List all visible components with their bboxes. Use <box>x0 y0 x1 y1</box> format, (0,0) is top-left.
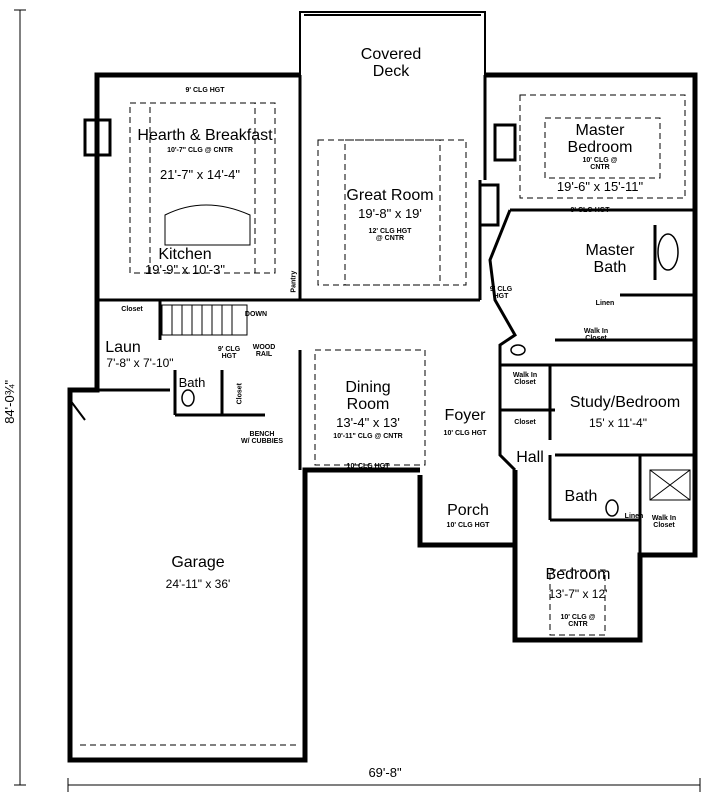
garage-size: 24'-11" x 36' <box>165 577 231 591</box>
closet-text: Walk In <box>512 372 538 379</box>
room-name: Covered <box>360 46 422 63</box>
laundry-name: Laun <box>105 339 141 356</box>
ceiling-text: 9' CLG <box>489 286 513 293</box>
study-bedroom-name: Study/Bedroom <box>569 394 681 411</box>
note-text: W/ CUBBIES <box>241 438 283 446</box>
hearth-size: 21'-7" x 14'-4" <box>160 167 240 182</box>
interior-walls <box>97 75 695 555</box>
hearth-ceiling: 10'-7" CLG @ CNTR <box>167 147 233 154</box>
fireplace-great-room <box>478 183 500 227</box>
ceiling-text: 12' CLG HGT <box>368 228 412 235</box>
covered-deck-outline <box>299 11 486 75</box>
stair <box>161 304 248 336</box>
ceiling-text: HGT <box>221 353 237 361</box>
ceiling-text: 10' CLG @ <box>582 157 618 164</box>
room-name: Deck <box>372 62 410 80</box>
study-bedroom-size: 15' x 11'-4" <box>589 416 647 430</box>
ceiling-text: HGT <box>493 293 509 301</box>
ceiling-text: CNTR <box>568 621 588 629</box>
room-name: Dining <box>345 379 391 396</box>
ceiling-text: CNTR <box>590 164 610 172</box>
room-name: Master <box>585 242 635 259</box>
foyer-name: Foyer <box>444 407 486 424</box>
closet-text: Walk In <box>651 515 677 522</box>
laundry-size: 7'-8" x 7'-10" <box>106 356 174 370</box>
fireplace-master <box>493 123 517 162</box>
dining-ceiling-below: 10' CLG HGT <box>346 463 390 470</box>
toilet-icon <box>605 499 619 517</box>
bedroom-size: 13'-7" x 12' <box>548 587 608 601</box>
note-text: BENCH <box>249 431 275 438</box>
note-text: RAIL <box>255 351 273 359</box>
ceiling-lines <box>80 94 686 746</box>
closet-text: Closet <box>653 522 675 530</box>
half-bath-name: Bath <box>178 375 206 390</box>
mud-closet: Closet <box>236 382 244 405</box>
closet-text: Closet <box>585 335 607 343</box>
fireplace-hearth <box>83 118 112 157</box>
room-name: Bedroom <box>567 138 633 156</box>
room-name: Master <box>575 122 625 139</box>
shower <box>649 469 691 501</box>
overall-width-dimension: 69'-8" <box>368 765 402 780</box>
bathtub <box>657 233 679 271</box>
master-linen: Linen <box>595 300 615 307</box>
dimension-lines <box>14 9 701 792</box>
study-closet: Closet <box>514 419 536 426</box>
note-text: WOOD <box>252 344 276 351</box>
garage-name: Garage <box>171 554 225 571</box>
ceiling-text: @ CNTR <box>375 235 405 243</box>
hall-name: Hall <box>516 449 544 466</box>
hearth-breakfast-name: Hearth & Breakfast <box>137 127 273 144</box>
dining-room-size: 13'-4" x 13' <box>336 415 400 430</box>
stair-down: DOWN <box>244 311 268 318</box>
dining-ceiling: 10'-11" CLG @ CNTR <box>333 433 403 440</box>
kitchen-name: Kitchen <box>158 246 212 263</box>
kitchen-island <box>164 204 251 246</box>
pantry-label: Pantry <box>290 270 298 293</box>
toilet-icon <box>181 389 195 407</box>
foyer-ceiling: 10' CLG HGT <box>443 430 487 437</box>
ceiling-text: 9' CLG <box>217 346 241 353</box>
great-room-ceiling: 12' CLG HGT@ CNTR <box>369 228 412 243</box>
laundry-closet: Closet <box>121 306 143 313</box>
bath2-linen: Linen <box>624 513 644 520</box>
master-hall-ceiling: 9' CLG HGT <box>570 207 610 214</box>
bath2-name: Bath <box>564 488 598 505</box>
hearth-ceiling-top: 9' CLG HGT <box>185 87 225 94</box>
closet-text: Closet <box>514 379 536 387</box>
toilet-icon <box>510 344 526 356</box>
room-name: Bath <box>593 258 627 276</box>
kitchen-size: 19'-9" x 10'-3" <box>145 262 225 277</box>
porch-ceiling: 10' CLG HGT <box>446 522 490 529</box>
garage-entry-door <box>69 399 86 421</box>
room-name: Room <box>346 395 390 413</box>
closet-text: Walk In <box>583 328 609 335</box>
bedroom-name: Bedroom <box>545 566 611 583</box>
bedroom-ceiling: 10' CLG @CNTR <box>561 614 596 629</box>
great-room-name: Great Room <box>346 187 434 204</box>
master-bedroom-ceiling: 10' CLG @CNTR <box>583 157 618 172</box>
great-room-size: 19'-8" x 19' <box>358 206 422 221</box>
ceiling-text: 10' CLG @ <box>560 614 596 621</box>
porch-name: Porch <box>447 502 489 519</box>
master-bedroom-size: 19'-6" x 15'-11" <box>556 179 644 194</box>
overall-depth-dimension: 84'-0¾" <box>2 379 18 424</box>
